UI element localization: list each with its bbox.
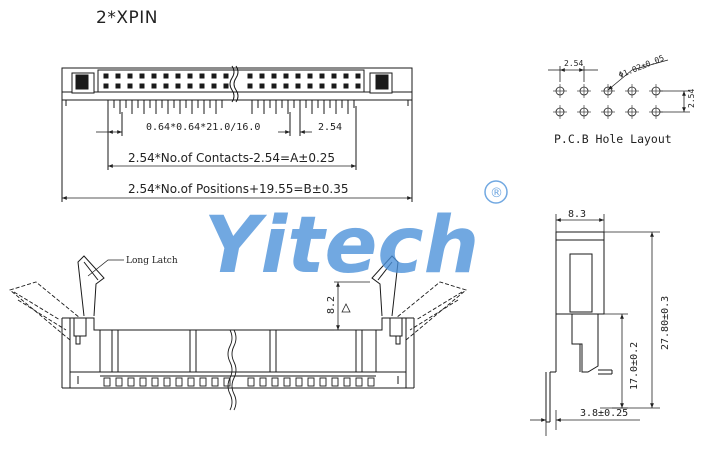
front-height-label: 8.2 — [326, 296, 337, 314]
top-contact — [307, 73, 313, 79]
top-view-contact-field — [97, 69, 365, 93]
top-contact — [343, 73, 349, 79]
top-contact — [247, 83, 253, 89]
long-latch-label: Long Latch — [126, 256, 178, 266]
front-pin — [175, 377, 183, 387]
top-contact — [127, 73, 133, 79]
side-total-height-label: 27.80±0.3 — [660, 296, 671, 350]
top-contact — [187, 73, 193, 79]
top-contact — [331, 83, 337, 89]
front-pin — [247, 377, 255, 387]
top-contact — [247, 73, 253, 79]
side-view-dimensions — [530, 214, 660, 436]
top-contact — [211, 73, 217, 79]
front-pin — [295, 377, 303, 387]
top-contact — [211, 83, 217, 89]
front-left-latch — [77, 255, 105, 317]
top-contact — [283, 83, 289, 89]
top-contact — [199, 83, 205, 89]
front-pin — [115, 377, 123, 387]
front-pin — [343, 377, 351, 387]
pcb-pitch-v-label: 2.54 — [687, 89, 696, 108]
top-contact — [283, 73, 289, 79]
top-contact — [355, 83, 361, 89]
top-contact — [115, 73, 121, 79]
top-view-dimensions — [62, 130, 412, 200]
front-pin — [199, 377, 207, 387]
front-right-latch — [371, 255, 399, 317]
front-pin — [319, 377, 327, 387]
dimension-a-label: 2.54*No.of Contacts-2.54=A±0.25 — [128, 151, 335, 165]
front-pin — [283, 377, 291, 387]
front-pin — [307, 377, 315, 387]
top-contact — [355, 73, 361, 79]
front-height-dimension — [334, 281, 370, 331]
top-contact — [187, 83, 193, 89]
pcb-hole-diameter-label: Φ1.02±0.05 — [617, 53, 665, 79]
side-lower-height-label: 17.0±0.2 — [629, 342, 640, 390]
top-contact — [163, 83, 169, 89]
top-contact — [259, 73, 265, 79]
front-pin — [259, 377, 267, 387]
front-pin — [355, 377, 363, 387]
right-open-latch — [395, 281, 467, 341]
long-latch-leader — [87, 259, 124, 277]
front-view — [61, 255, 415, 411]
front-pin — [223, 377, 231, 387]
front-view-body — [69, 317, 407, 389]
top-pitch-detail-label: 0.64*0.64*21.0/16.0 — [146, 122, 260, 133]
front-pin — [211, 377, 219, 387]
top-contact — [271, 73, 277, 79]
watermark: Yitech ® — [204, 180, 508, 291]
top-contact — [151, 73, 157, 79]
top-contact — [115, 83, 121, 89]
pcb-hole-layout — [548, 59, 690, 119]
top-contact — [223, 83, 229, 89]
top-contact — [139, 83, 145, 89]
front-pin — [187, 377, 195, 387]
top-contact — [223, 73, 229, 79]
front-pin — [271, 377, 279, 387]
top-contact — [319, 83, 325, 89]
top-contact — [175, 73, 181, 79]
top-contact — [139, 73, 145, 79]
side-width-label: 8.3 — [568, 209, 586, 220]
dimension-b-label: 2.54*No.of Positions+19.55=B±0.35 — [128, 182, 348, 196]
side-bottom-label: 3.8±0.25 — [580, 408, 628, 419]
front-pin — [103, 377, 111, 387]
pcb-pitch-h-label: 2.54 — [564, 59, 583, 68]
front-open-latches — [9, 281, 467, 341]
top-contact — [331, 73, 337, 79]
top-contact — [103, 73, 109, 79]
top-contact — [319, 73, 325, 79]
top-contact — [295, 83, 301, 89]
top-contact — [295, 73, 301, 79]
top-contact — [163, 73, 169, 79]
watermark-logo: Yitech — [204, 201, 479, 291]
top-view — [61, 65, 413, 202]
top-contact — [199, 73, 205, 79]
watermark-registered-mark: ® — [490, 186, 503, 201]
top-contact — [343, 83, 349, 89]
top-contact — [259, 83, 265, 89]
top-contact — [103, 83, 109, 89]
left-open-latch — [9, 281, 81, 341]
front-pin — [139, 377, 147, 387]
front-pin — [151, 377, 159, 387]
top-contact — [307, 83, 313, 89]
top-contact — [127, 83, 133, 89]
page-title: 2*XPIN — [96, 8, 158, 28]
front-pin — [367, 377, 375, 387]
front-pin — [331, 377, 339, 387]
top-contact — [271, 83, 277, 89]
top-pitch-label: 2.54 — [318, 122, 342, 133]
pcb-layout-caption: P.C.B Hole Layout — [554, 132, 672, 146]
top-contact — [175, 83, 181, 89]
front-pin — [163, 377, 171, 387]
side-view — [545, 231, 613, 423]
front-pin — [127, 377, 135, 387]
top-contact — [151, 83, 157, 89]
